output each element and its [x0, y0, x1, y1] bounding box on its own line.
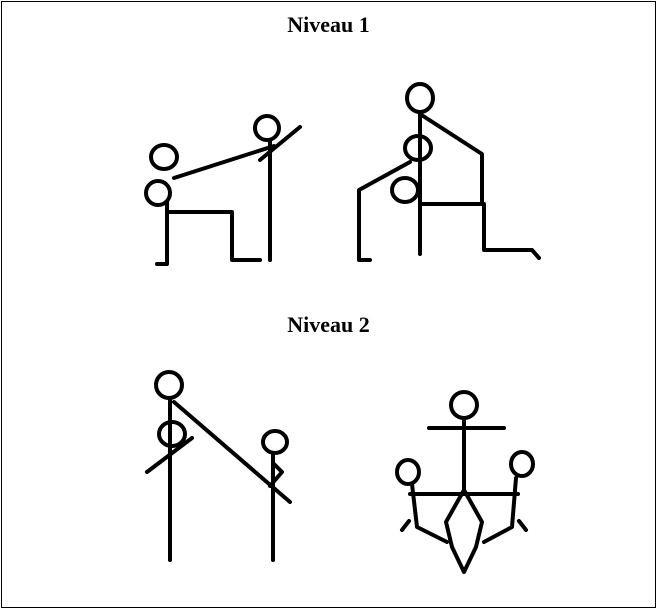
stick-figure-arm [172, 144, 276, 180]
stick-figure-legs [400, 519, 411, 532]
stick-figure-legs [410, 482, 449, 544]
stick-figure-head [144, 179, 172, 207]
stick-figure-arm [418, 112, 484, 204]
level-2-pose-left [145, 370, 292, 562]
stick-figure-head [509, 450, 535, 478]
level-1-pose-left [144, 114, 302, 266]
stick-figure-legs [155, 200, 169, 266]
stick-figure-head [405, 82, 435, 114]
stick-figure-legs [517, 519, 528, 532]
stick-figure-arm [258, 125, 302, 162]
stick-figure-head [261, 429, 289, 455]
stick-figure-head [253, 114, 281, 142]
stick-figure-head [154, 370, 184, 400]
stick-figure-legs [444, 488, 484, 574]
stick-figure-head [395, 458, 421, 486]
level-2-pose-right [395, 390, 535, 574]
stick-figure-head [149, 143, 179, 171]
stick-figure-arm [268, 462, 284, 488]
stick-figure-arm [357, 160, 412, 262]
level-1-pose-right [357, 82, 541, 262]
stick-figure-head [449, 390, 479, 420]
level-1-title: Niveau 1 [287, 12, 370, 37]
level-2-title: Niveau 2 [287, 312, 370, 337]
stick-figure-legs [482, 476, 518, 544]
stick-figure-legs [165, 210, 262, 262]
stick-figure-arm [145, 436, 194, 474]
stick-figure-head [390, 176, 420, 204]
stick-figure-legs [418, 202, 541, 260]
